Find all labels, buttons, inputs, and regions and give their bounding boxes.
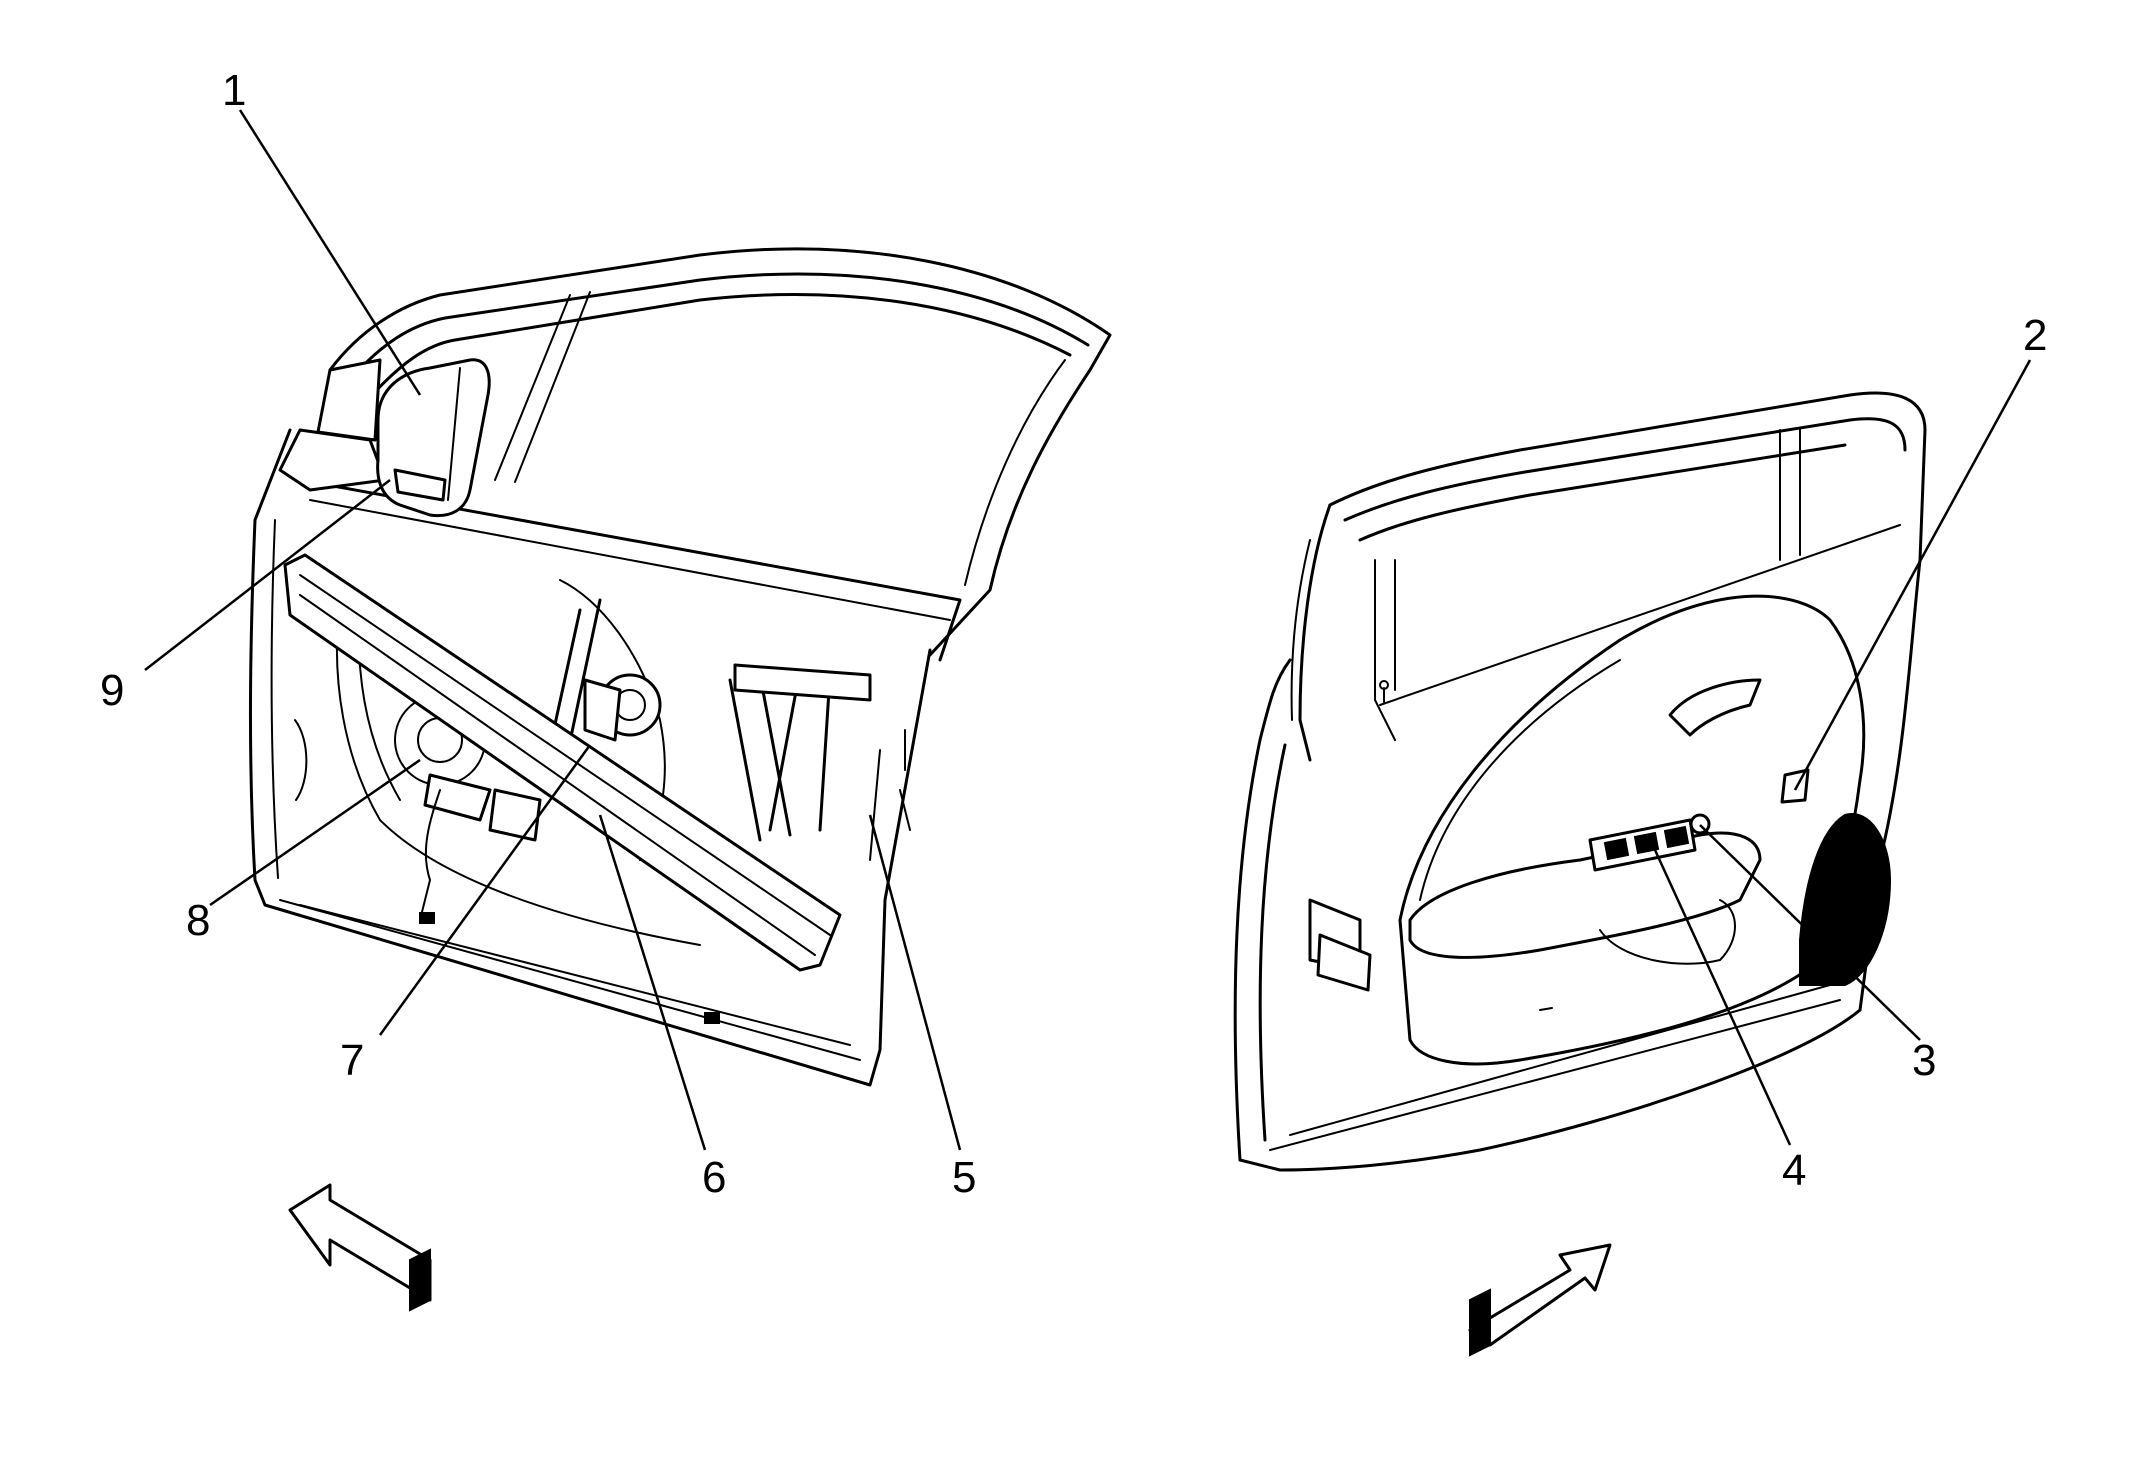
callout-4: 4 — [1782, 1146, 1806, 1195]
callout-labels: 1 2 3 4 5 6 7 8 9 — [100, 66, 2047, 1202]
callout-9: 9 — [100, 666, 124, 715]
direction-arrow-right — [1468, 1243, 1612, 1357]
leader-lines — [144, 109, 2032, 1151]
callout-1: 1 — [222, 66, 246, 115]
direction-arrow-left — [288, 1183, 432, 1312]
right-door-interior-view — [1233, 391, 1927, 1172]
callout-7: 7 — [340, 1036, 364, 1085]
left-door-exterior-view — [248, 247, 1112, 1087]
callout-2: 2 — [2023, 311, 2047, 360]
callout-8: 8 — [186, 896, 210, 945]
callout-6: 6 — [702, 1153, 726, 1202]
callout-5: 5 — [952, 1153, 976, 1202]
callout-3: 3 — [1912, 1036, 1936, 1085]
